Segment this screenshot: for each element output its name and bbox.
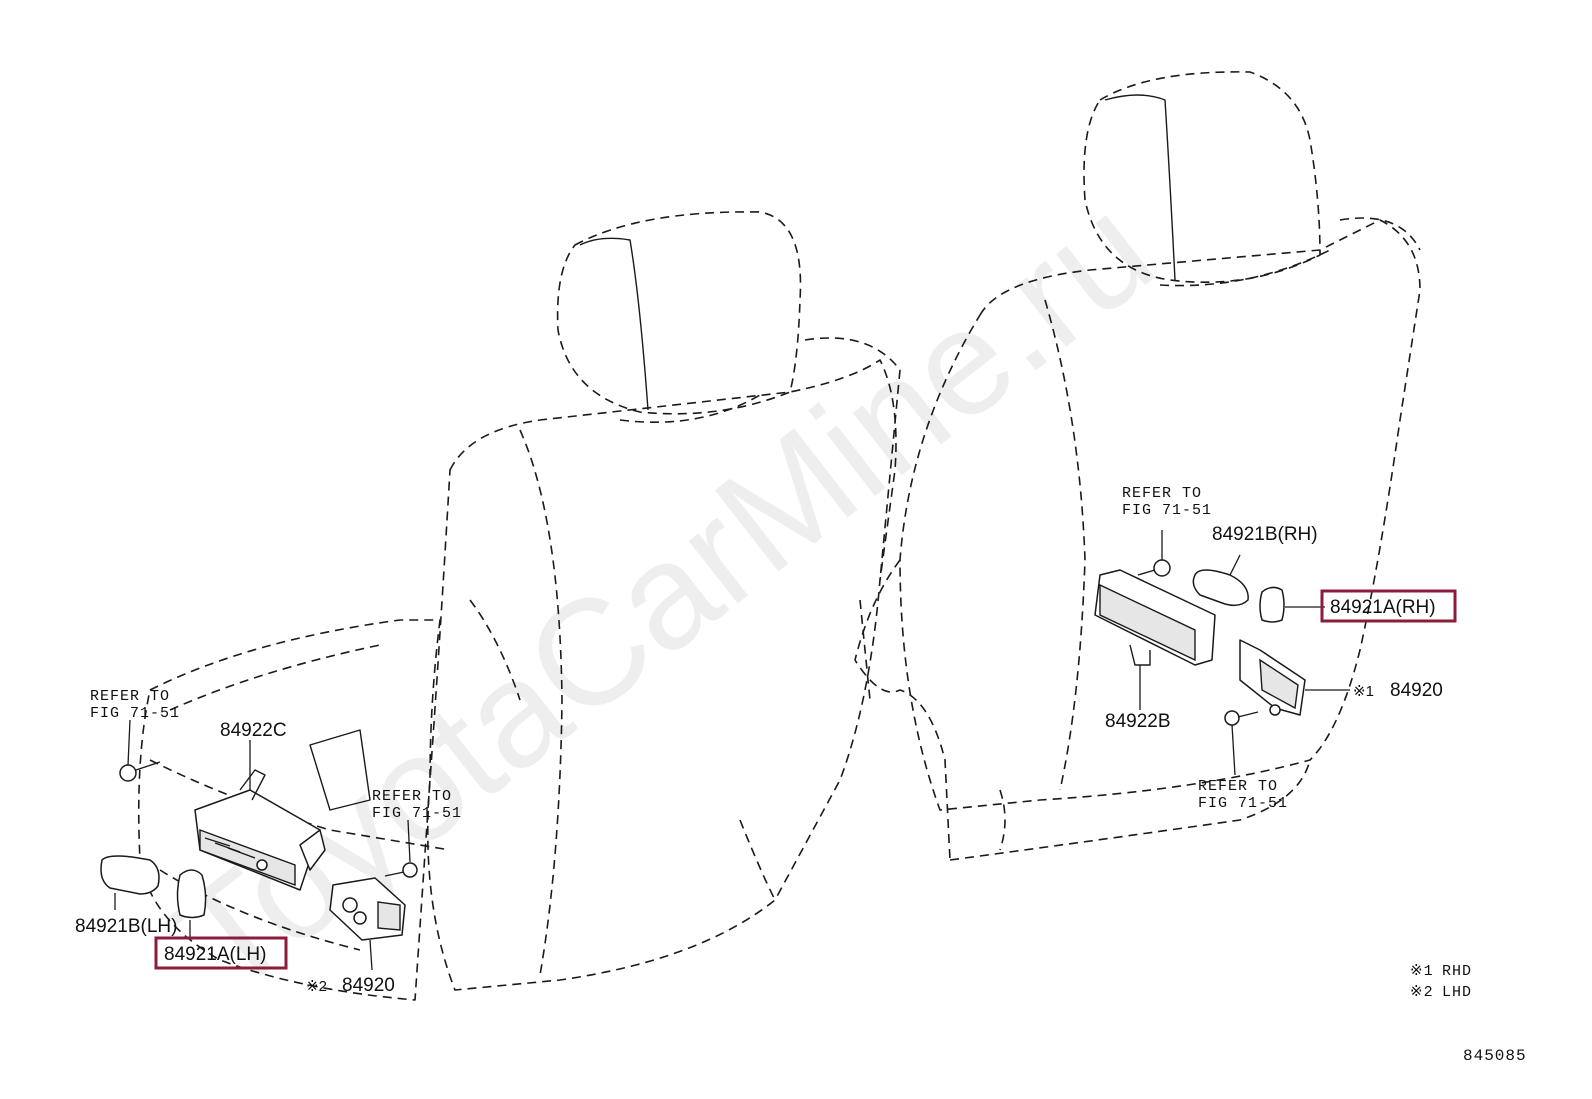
callout-left-refer-2: REFER TO FIG 71-51 <box>372 788 462 822</box>
callout-right-refer-bottom: REFER TO FIG 71-51 <box>1198 778 1288 812</box>
label-84921b-rh: 84921B(RH) <box>1212 524 1318 545</box>
part-84921b-lh-knob <box>100 855 160 895</box>
svg-text:REFER TO: REFER TO <box>372 788 452 805</box>
svg-text:REFER TO: REFER TO <box>1198 778 1278 795</box>
label-84921a-lh: 84921A(LH) <box>164 944 266 965</box>
part-84922b-bracket <box>1094 569 1216 666</box>
part-84921a-lh-knob <box>176 869 207 919</box>
legend: ※1 RHD ※2 LHD <box>1410 963 1472 1001</box>
part-84921a-rh-knob <box>1259 586 1285 623</box>
label-84922b: 84922B <box>1105 711 1171 732</box>
legend-mark-1: ※1 <box>1410 963 1434 980</box>
watermark: ToyotaCarMine.ru <box>146 164 1182 1025</box>
svg-text:FIG 71-51: FIG 71-51 <box>90 705 180 722</box>
figure-number: 845085 <box>1463 1047 1527 1065</box>
screw-right-bottom <box>1224 710 1259 726</box>
screw-left-top <box>119 761 161 782</box>
legend-text-1: RHD <box>1442 963 1472 980</box>
label-84921b-lh: 84921B(LH) <box>75 916 177 937</box>
label-84920-rhd: 84920 <box>1390 680 1443 701</box>
part-84922c-bracket <box>194 769 326 891</box>
highlight-84921a-lh <box>154 936 288 970</box>
svg-text:FIG 71-51: FIG 71-51 <box>1122 502 1212 519</box>
part-84920-lhd-switch <box>329 877 406 941</box>
label-84922c: 84922C <box>220 720 287 741</box>
callout-right-refer-top: REFER TO FIG 71-51 <box>1122 485 1212 519</box>
svg-text:REFER TO: REFER TO <box>90 688 170 705</box>
highlight-84921a-rh <box>1320 589 1457 623</box>
svg-text:REFER TO: REFER TO <box>1122 485 1202 502</box>
screw-left-bottom <box>384 862 418 878</box>
svg-text:FIG 71-51: FIG 71-51 <box>1198 795 1288 812</box>
legend-text-2: LHD <box>1442 984 1472 1001</box>
label-84920-lhd: 84920 <box>342 975 395 996</box>
right-seat-parts <box>1094 530 1350 776</box>
label-84920-rhd-mark: ※1 <box>1353 683 1374 700</box>
legend-mark-2: ※2 <box>1410 984 1434 1001</box>
callout-left-refer-1: REFER TO FIG 71-51 <box>90 688 180 722</box>
label-84920-lhd-mark: ※2 <box>306 978 327 995</box>
svg-text:FIG 71-51: FIG 71-51 <box>372 805 462 822</box>
part-84921b-rh-knob <box>1192 569 1249 607</box>
part-84920-rhd-switch <box>1239 639 1306 716</box>
right-seat-outline <box>854 71 1421 861</box>
left-seat-parts <box>100 719 418 971</box>
screw-right-top <box>1137 559 1171 577</box>
label-84921a-rh: 84921A(RH) <box>1330 597 1436 618</box>
